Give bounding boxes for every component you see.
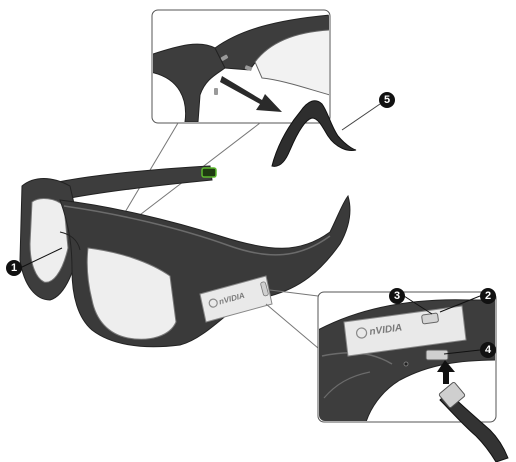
svg-text:3: 3 bbox=[394, 290, 400, 302]
usb-port bbox=[426, 350, 448, 360]
status-led bbox=[404, 362, 408, 366]
svg-text:2: 2 bbox=[485, 290, 491, 302]
svg-text:4: 4 bbox=[485, 344, 492, 356]
callout-3: 3 bbox=[389, 288, 405, 304]
svg-text:1: 1 bbox=[11, 262, 17, 274]
controls-inset: nVIDIA bbox=[266, 290, 500, 422]
nose-piece-inset bbox=[150, 10, 330, 123]
callout-2: 2 bbox=[480, 288, 496, 304]
callout-4: 4 bbox=[480, 342, 496, 358]
ir-receiver bbox=[202, 168, 216, 177]
callout-1: 1 bbox=[6, 260, 22, 276]
power-button bbox=[422, 313, 439, 324]
callout-5: 5 bbox=[379, 92, 395, 108]
3d-glasses: nVIDIA bbox=[20, 166, 350, 347]
svg-text:5: 5 bbox=[384, 94, 390, 106]
